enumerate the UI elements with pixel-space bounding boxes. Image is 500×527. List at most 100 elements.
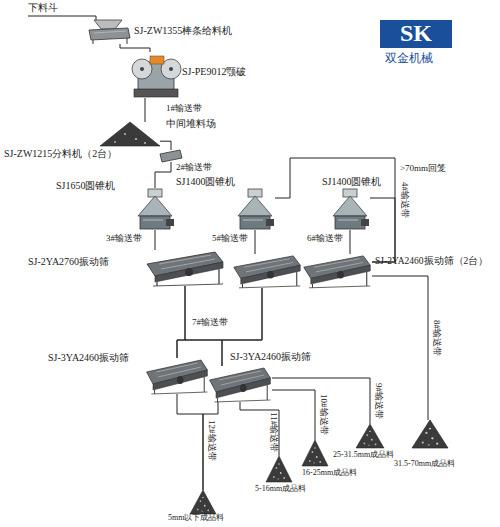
- logo-box: [380, 20, 452, 48]
- product-pile-symbol: [356, 424, 384, 448]
- splitter-symbol: [160, 150, 182, 162]
- product-pile: 31.5-70mm成品料: [412, 420, 448, 448]
- jaw-crusher-symbol: [140, 67, 144, 71]
- conveyor-line: [177, 394, 203, 490]
- conveyor-line: [145, 98, 146, 122]
- conveyor-label: 2#输送带: [176, 163, 212, 173]
- node-label: 下料斗: [28, 2, 58, 13]
- stockpile-symbol: [135, 138, 137, 140]
- product-pile: 25-31.5mm成品料: [356, 424, 384, 448]
- node-label: 中间堆料场: [166, 118, 216, 129]
- product-pile-symbol: [266, 456, 292, 482]
- node-label: SJ-3YA2460振动筛: [230, 351, 311, 362]
- conveyor-line: [272, 390, 315, 440]
- node-label: SJ-PE9012颚破: [182, 66, 246, 77]
- conveyor-label: 3#输送带: [106, 234, 142, 244]
- stockpile-symbol: [114, 141, 116, 143]
- cone-crusher-symbol: [138, 189, 369, 229]
- conveyor-line: [275, 158, 395, 262]
- conveyor-line: [177, 286, 185, 358]
- jaw-crusher-symbol: [132, 59, 152, 79]
- conveyor-label: 10#输送带: [318, 394, 328, 435]
- feeder-symbol: [94, 20, 122, 29]
- vibrating-screen: SJ-3YA2460振动筛: [145, 358, 209, 394]
- vibrating-screen: SJ-2YA2760振动筛: [145, 250, 225, 286]
- stockpile-symbol: [100, 122, 160, 146]
- cone-crusher-symbol: [333, 189, 369, 229]
- node-label: 16-25mm成品料: [302, 469, 357, 478]
- product-pile-symbol: [412, 420, 448, 448]
- stockpile-symbol: [124, 133, 126, 135]
- conveyor-line: [28, 16, 96, 20]
- splitter-symbol: [160, 150, 182, 162]
- conveyor-label: 12#输送带: [206, 420, 216, 461]
- logo-box: [380, 20, 452, 48]
- bar-feeder: SJ-ZW1355棒条给料机: [88, 20, 130, 44]
- feeder-symbol: [94, 31, 126, 33]
- conveyor-line: [372, 276, 428, 420]
- vibrating-screen: SJ-3YA2460振动筛: [208, 366, 272, 402]
- product-pile-symbol: [302, 440, 328, 466]
- vibrating-screen-symbol: [234, 256, 301, 288]
- jaw-crusher-symbol: [132, 56, 181, 97]
- conveyor-line: [370, 198, 395, 262]
- vibrating-screen-symbol: [147, 252, 371, 402]
- node-label: SJ1400圆锥机: [322, 176, 381, 187]
- node-label: 31.5-70mm成品料: [394, 460, 455, 469]
- hopper-label-box: 下料斗: [28, 2, 64, 16]
- splitter: SJ-ZW1215分料机（2台）: [160, 150, 182, 162]
- conveyor-line: [240, 402, 279, 456]
- conveyor-label: 8#输送带: [431, 320, 441, 356]
- conveyor-line: [120, 44, 150, 52]
- vibrating-screen-symbol: [147, 252, 223, 286]
- conveyor-label: 1#输送带: [166, 104, 202, 114]
- cone-crusher: SJ1400圆锥机: [235, 188, 275, 230]
- conveyor-label: 9#输送带: [373, 383, 383, 419]
- conveyor-label: 6#输送带: [307, 234, 343, 244]
- node-label: SJ-2YA2760振动筛: [28, 256, 109, 267]
- node-label: 5-16mm成品料: [255, 485, 306, 494]
- vibrating-screen-symbol: [210, 368, 271, 402]
- product-pile-symbol: [190, 490, 216, 514]
- node-label: SJ1650圆锥机: [56, 180, 115, 191]
- vibrating-screen-symbol: [147, 360, 208, 394]
- feeder-symbol: [93, 40, 94, 44]
- jaw-crusher: SJ-PE9012颚破: [132, 52, 180, 98]
- node-label: SJ1400圆锥机: [176, 176, 235, 187]
- jaw-crusher-symbol: [169, 67, 173, 71]
- conveyor-line: [160, 141, 171, 150]
- logo-letters: SK: [400, 20, 432, 46]
- stockpile: 中间堆料场: [100, 122, 160, 146]
- conveyor-line: [203, 402, 218, 490]
- node-label: SJ-ZW1215分料机（2台）: [4, 148, 117, 159]
- cone-crusher-symbol: [138, 189, 174, 229]
- product-pile: 5mm以下成品料: [190, 490, 216, 514]
- node-label: 25-31.5mm成品料: [333, 451, 394, 460]
- product-pile: 16-25mm成品料: [302, 440, 328, 466]
- feeder-symbol: [89, 20, 130, 44]
- vibrating-screen-symbol: [304, 256, 371, 288]
- node-label: 5mm以下成品料: [168, 514, 224, 523]
- conveyor-line: [155, 230, 156, 250]
- node-label: SJ-ZW1355棒条给料机: [134, 25, 232, 36]
- cone-crusher-symbol: [238, 189, 274, 229]
- conveyor-line: [177, 288, 262, 358]
- stockpile-symbol: [144, 142, 146, 144]
- conveyor-label: 7#输送带: [192, 318, 228, 328]
- feeder-symbol: [127, 38, 128, 44]
- node-label: SJ-3YA2460振动筛: [48, 352, 129, 363]
- conveyor-label: 11#输送带: [268, 412, 278, 452]
- jaw-crusher-symbol: [134, 89, 178, 97]
- conveyor-line: [155, 162, 171, 188]
- cone-crusher: SJ1650圆锥机: [135, 188, 175, 230]
- conveyor-label: 5#输送带: [212, 234, 248, 244]
- feeder-symbol: [89, 28, 130, 40]
- company-name: 双金机械: [385, 52, 433, 65]
- cone-crusher: SJ1400圆锥机: [330, 188, 370, 230]
- conveyor-line: [350, 230, 351, 254]
- vibrating-screen: SJ-2YA2460振动筛（2台）: [232, 254, 372, 288]
- stockpile-symbol: [100, 122, 160, 146]
- node-label: SJ-2YA2460振动筛（2台）: [375, 256, 488, 266]
- conveyor-label: 4#输送带: [399, 182, 409, 218]
